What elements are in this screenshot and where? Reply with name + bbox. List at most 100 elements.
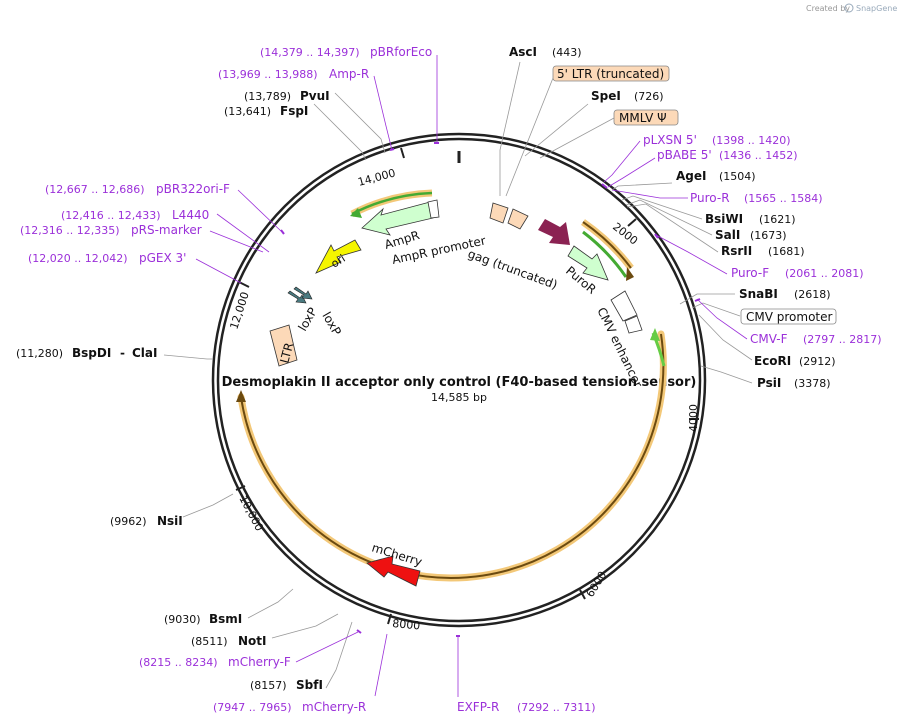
map-length: 14,585 bp (431, 391, 487, 404)
site-ageI-name: AgeI (676, 169, 706, 183)
site-snabi-name: SnaBI (739, 287, 778, 301)
mmlv-label: MMLV Ψ (619, 111, 667, 125)
primer-ampr-pos: (13,969 .. 13,988) (218, 68, 318, 81)
site-speI-name: SpeI (591, 89, 621, 103)
primer-pbr322ori-name: pBR322ori-F (156, 182, 230, 196)
primer-l4440-pos: (12,416 .. 12,433) (61, 209, 161, 222)
site-ascI-name: AscI (509, 45, 537, 59)
primer-puror-pos: (1565 .. 1584) (744, 192, 823, 205)
site-fspi-pos: (13,641) (224, 105, 271, 118)
site-sbfi-pos: (8157) (250, 679, 287, 692)
ltr5-label: 5' LTR (truncated) (557, 67, 664, 81)
primer-exfpr-pos: (7292 .. 7311) (517, 701, 596, 714)
site-bspdi-name: BspDI (72, 346, 111, 360)
tick-label-8000: 8000 (392, 617, 421, 632)
primer-pgex-pos: (12,020 .. 12,042) (28, 252, 128, 265)
site-sali-pos: (1673) (750, 229, 787, 242)
site-clai-name: ClaI (132, 346, 157, 360)
primer-puror-name: Puro-R (690, 191, 730, 205)
primer-prsmarker-name: pRS-marker (131, 223, 202, 237)
primer-exfpr-name: EXFP-R (457, 700, 499, 714)
orf-arc-arrowhead (236, 390, 246, 402)
mmlv-label-box (613, 109, 679, 126)
loxp-1-arrow (287, 290, 307, 304)
site-ecori-pos: (2912) (799, 355, 836, 368)
site-rsrii-pos: (1681) (768, 245, 805, 258)
primer-pbrforeco-name: pBRforEco (370, 45, 432, 59)
site-sbfi-name: SbfI (296, 678, 323, 692)
orf-arc (240, 333, 665, 579)
gag-arrow (538, 219, 570, 245)
loxp-2-arrow (293, 286, 313, 300)
site-snabi-pos: (2618) (794, 288, 831, 301)
site-ascI-pos: (443) (552, 46, 582, 59)
primer-pbr322ori-pos: (12,667 .. 12,686) (45, 183, 145, 196)
site-bsiwi-name: BsiWI (705, 212, 743, 226)
ampr-arrow (361, 201, 434, 236)
site-bsmi-name: BsmI (209, 612, 242, 626)
snapgene-logo-icon (844, 3, 854, 13)
primer-pbabe-name: pBABE 5' (657, 148, 712, 162)
site-bsiwi-pos: (1621) (759, 213, 796, 226)
cmv-promoter-box (624, 315, 643, 334)
primer-pbabe-pos: (1436 .. 1452) (719, 149, 798, 162)
primer-mcherryf-pos: (8215 .. 8234) (139, 656, 218, 669)
tick-label-14000: 14,000 (356, 166, 397, 189)
tick-label-12000: 12,000 (227, 290, 251, 331)
site-ecori-name: EcoRI (754, 354, 791, 368)
site-noti-name: NotI (238, 634, 267, 648)
site-nsii-pos: (9962) (110, 515, 147, 528)
site-sali-name: SalI (715, 228, 740, 242)
primer-cmvf-pos: (2797 .. 2817) (803, 333, 882, 346)
cmv-promoter-label: CMV promoter (746, 310, 833, 324)
ltr5-box-2 (507, 208, 529, 230)
primer-plxsn-name: pLXSN 5' (643, 133, 697, 147)
enzyme-leader-lines (163, 61, 753, 689)
tick-label-10000: 10,000 (236, 493, 266, 533)
orf-arc-glow (237, 330, 667, 582)
cmv-enhancer-box (610, 290, 638, 322)
site-bspdi-pos: (11,280) (16, 347, 63, 360)
primer-leader-lines (195, 55, 748, 697)
primer-pbrforeco-pos: (14,379 .. 14,397) (260, 46, 360, 59)
backbone-outer-ring (211, 132, 707, 628)
ltr5-label-box (552, 65, 670, 82)
primer-mcherryf-name: mCherry-F (228, 655, 291, 669)
primer-purof-name: Puro-F (731, 266, 769, 280)
primer-plxsn-pos: (1398 .. 1420) (712, 134, 791, 147)
primer-cmvf-name: CMV-F (750, 332, 788, 346)
primer-l4440-name: L4440 (172, 208, 209, 222)
site-pvui-name: PvuI (300, 89, 330, 103)
site-pvui-pos: (13,789) (244, 90, 291, 103)
primer-purof-pos: (2061 .. 2081) (785, 267, 864, 280)
mcherry-arrow (366, 555, 421, 587)
backbone-inner-ring (216, 137, 702, 623)
site-ageI-pos: (1504) (719, 170, 756, 183)
site-fspi-name: FspI (280, 104, 308, 118)
site-bspdi-separator: - (120, 346, 125, 360)
ltr-label: LTR (277, 341, 296, 365)
primer-prsmarker-pos: (12,316 .. 12,335) (20, 224, 120, 237)
puror-arrow (567, 245, 609, 281)
ltr5-box-1 (489, 202, 509, 224)
ori-arrow (315, 239, 362, 274)
watermark-prefix: Created by (806, 4, 850, 13)
site-psii-name: PsiI (757, 376, 781, 390)
primer-ampr-name: Amp-R (329, 67, 369, 81)
site-rsrii-name: RsrII (721, 244, 752, 258)
tick-label-4000: 4000 (687, 404, 700, 432)
cmv-promoter-label-box (740, 308, 837, 325)
primer-pgex-name: pGEX 3' (139, 251, 186, 265)
site-psii-pos: (3378) (794, 377, 831, 390)
site-noti-pos: (8511) (191, 635, 228, 648)
site-nsii-name: NsiI (157, 514, 183, 528)
watermark-brand: SnapGene (856, 4, 897, 13)
site-speI-pos: (726) (634, 90, 664, 103)
loxp-label-1: loxP (295, 305, 319, 333)
loxp-label-2: loxP (319, 310, 343, 338)
ltr-box (269, 324, 298, 367)
ori-label: ori (329, 252, 348, 271)
map-title: Desmoplakin II acceptor only control (F4… (222, 375, 697, 390)
puror-orf-arc (582, 221, 632, 269)
